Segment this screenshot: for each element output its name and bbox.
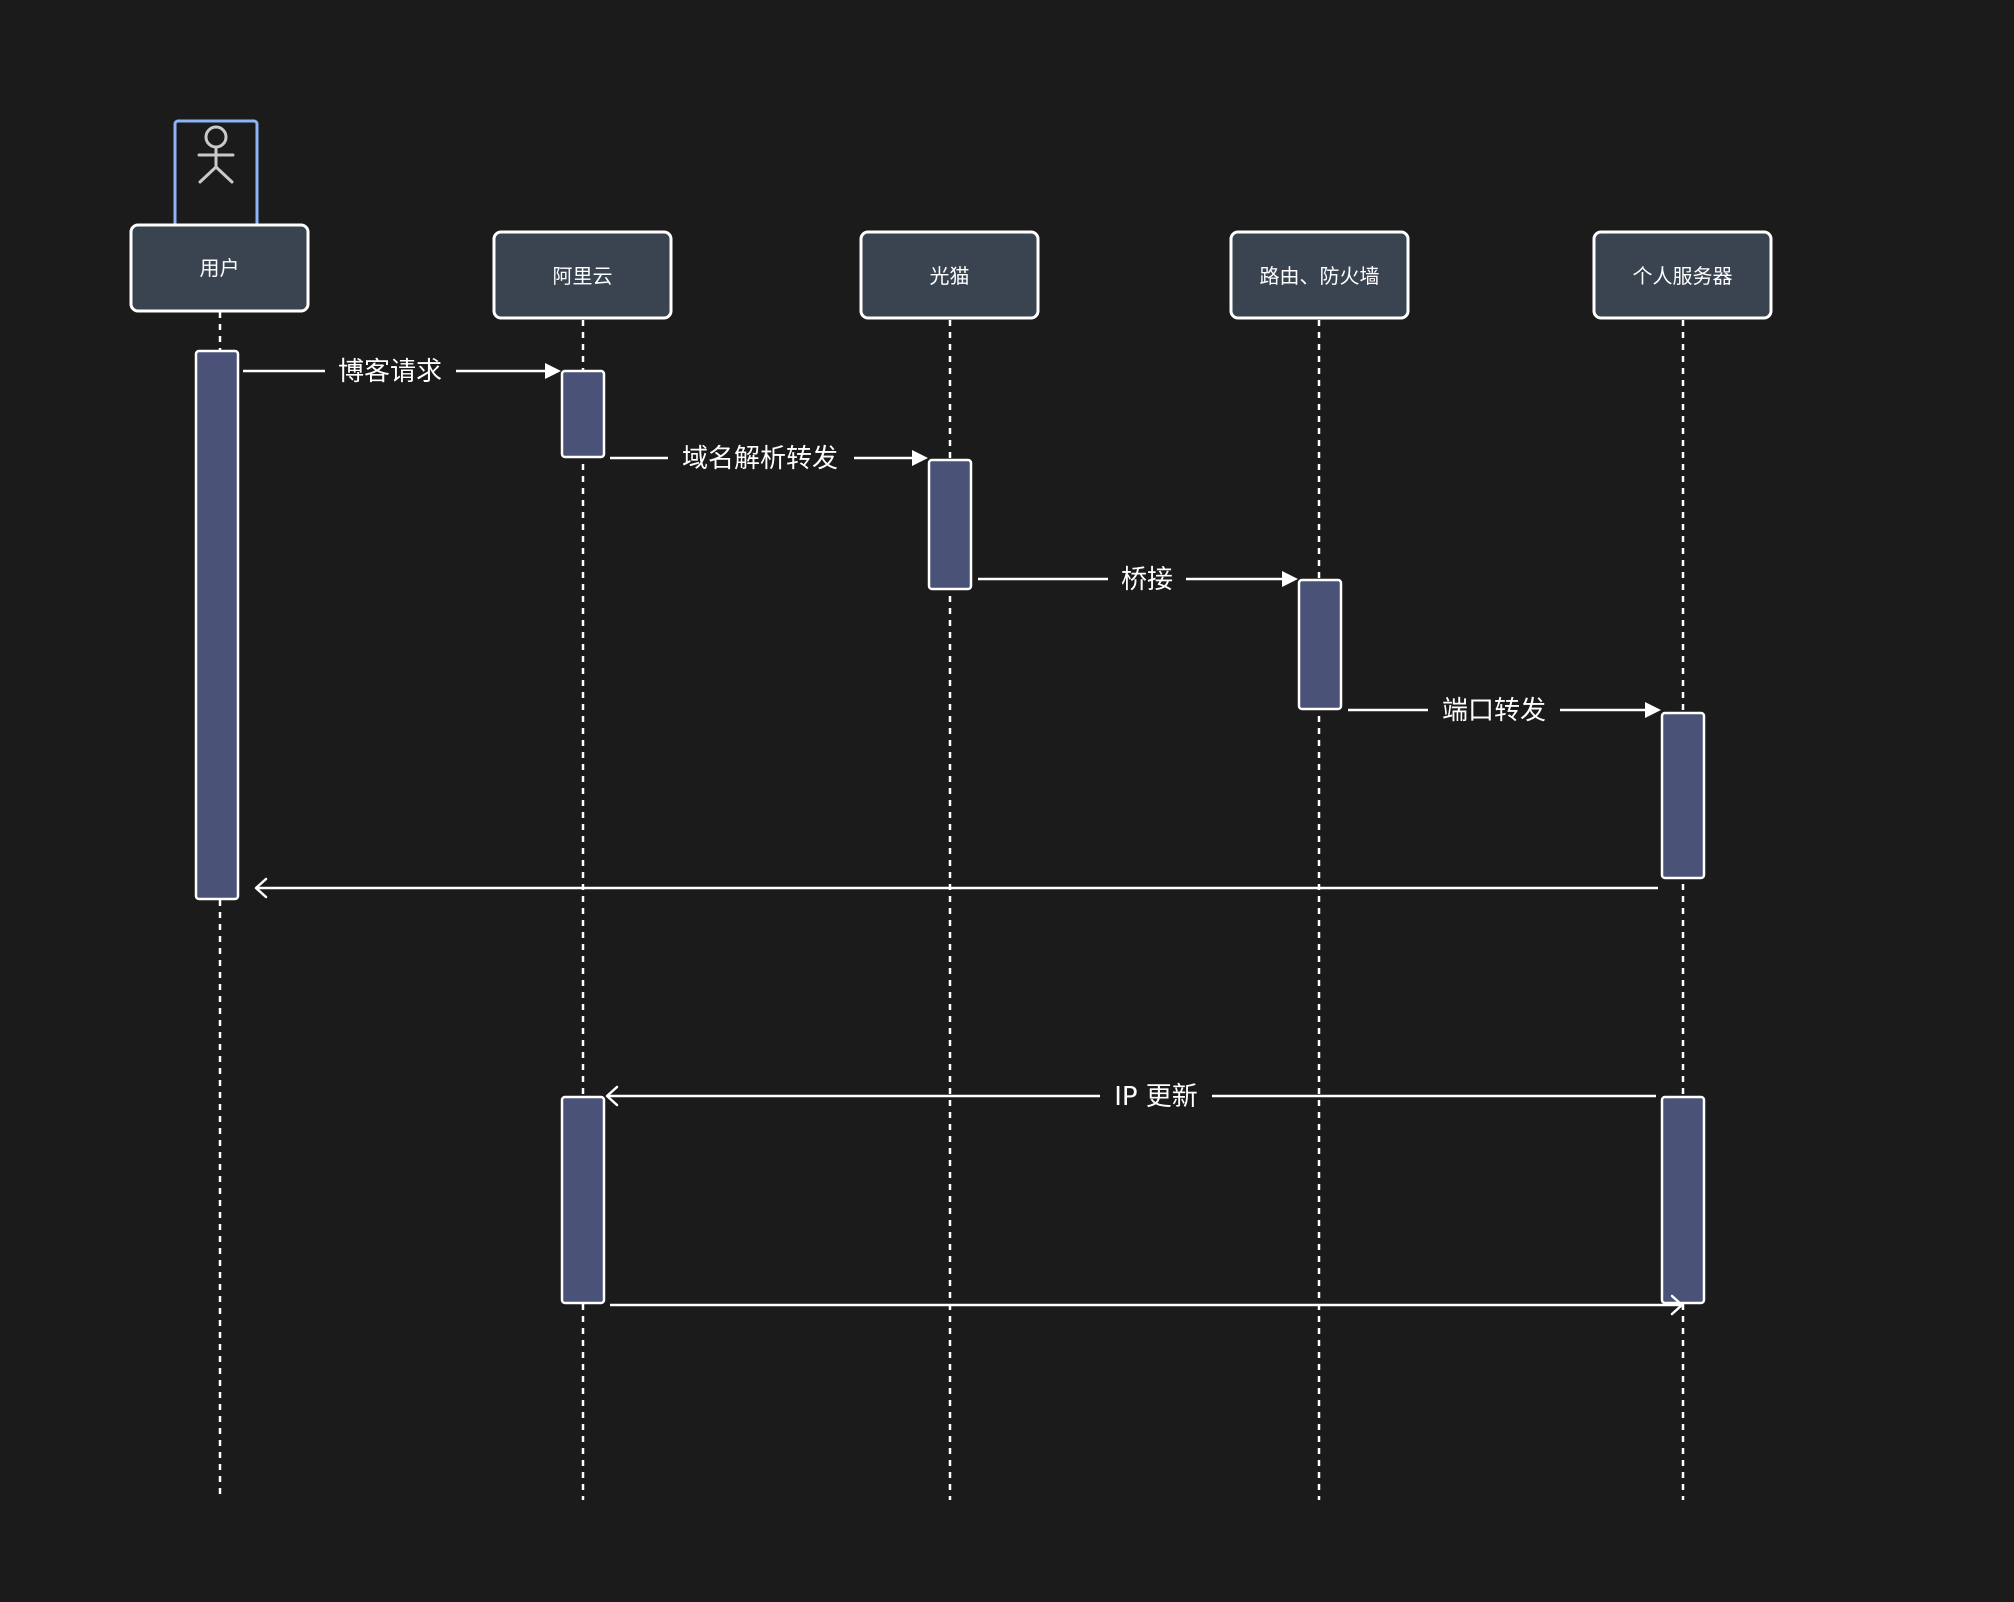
arrowhead-solid-icon	[1282, 571, 1298, 587]
participant-label-server: 个人服务器	[1633, 264, 1733, 288]
message-aliyun-to-server[interactable]	[610, 1294, 1684, 1316]
participant-router[interactable]: 路由、防火墙	[1229, 230, 1410, 320]
participant-label-modem: 光猫	[930, 264, 970, 288]
activation-server-1[interactable]	[1660, 711, 1706, 880]
message-dns-forward[interactable]: 域名解析转发	[610, 444, 928, 474]
message-bridge[interactable]: 桥接	[978, 565, 1298, 595]
arrowhead-open-icon	[1670, 1294, 1684, 1316]
participant-label-router: 路由、防火墙	[1260, 264, 1380, 288]
arrowhead-open-icon	[254, 877, 268, 899]
activation-router[interactable]	[1297, 578, 1343, 711]
message-label: 端口转发	[1442, 696, 1546, 726]
activation-aliyun-1[interactable]	[560, 369, 606, 459]
participant-modem[interactable]: 光猫	[859, 230, 1040, 320]
participant-user[interactable]: 用户	[129, 223, 310, 313]
activation-server-2[interactable]	[1660, 1095, 1706, 1305]
activation-aliyun-2[interactable]	[560, 1095, 606, 1305]
message-ip-update[interactable]: IP 更新	[605, 1082, 1656, 1112]
participant-server[interactable]: 个人服务器	[1592, 230, 1773, 320]
participant-aliyun[interactable]: 阿里云	[492, 230, 673, 320]
arrowhead-solid-icon	[912, 450, 928, 466]
participant-label-user: 用户	[200, 256, 240, 280]
arrowhead-solid-icon	[545, 363, 561, 379]
message-label: 域名解析转发	[682, 444, 838, 474]
arrowhead-open-icon	[605, 1085, 619, 1107]
message-label: 桥接	[1121, 565, 1173, 595]
message-response-to-user[interactable]	[254, 877, 1658, 899]
message-blog-request[interactable]: 博客请求	[243, 357, 561, 387]
message-port-forward[interactable]: 端口转发	[1348, 696, 1661, 726]
arrowhead-solid-icon	[1645, 702, 1661, 718]
message-label: IP 更新	[1114, 1082, 1198, 1112]
message-label: 博客请求	[338, 357, 442, 387]
participant-label-aliyun: 阿里云	[553, 264, 613, 288]
activation-user[interactable]	[194, 349, 240, 901]
activation-modem[interactable]	[927, 458, 973, 591]
stick-figure-icon	[197, 125, 235, 184]
